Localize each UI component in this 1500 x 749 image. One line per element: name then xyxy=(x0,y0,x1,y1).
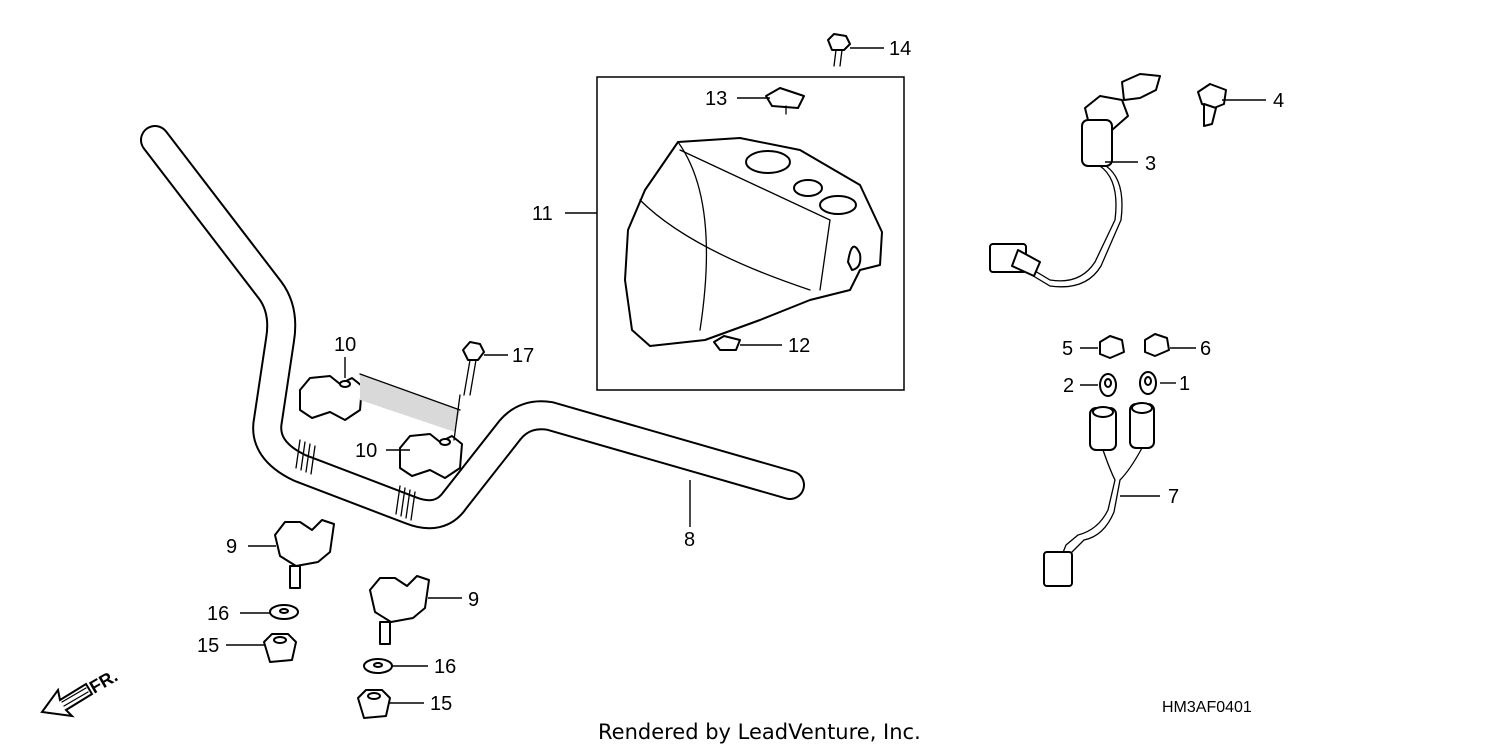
upper-holder-rear xyxy=(299,373,461,432)
callout-6: 6 xyxy=(1200,338,1211,360)
callout-13: 13 xyxy=(705,88,727,110)
knurl-right xyxy=(395,485,416,521)
diagram-code: HM3AF0401 xyxy=(1162,699,1252,716)
handlebar xyxy=(140,125,805,530)
cap-6 xyxy=(1144,333,1170,357)
nut-12 xyxy=(713,335,741,351)
callout-9-left: 9 xyxy=(226,536,237,558)
cap-5 xyxy=(1099,335,1125,359)
callout-9-right: 9 xyxy=(468,589,479,611)
callout-4: 4 xyxy=(1273,90,1284,112)
footer-credit: Rendered by LeadVenture, Inc. xyxy=(598,720,921,744)
nut-15-left xyxy=(263,633,297,663)
callout-16-left: 16 xyxy=(207,603,229,625)
lower-holder-left xyxy=(274,519,335,589)
bolt-17 xyxy=(453,341,485,441)
callout-11: 11 xyxy=(532,203,553,225)
callout-15-left: 15 xyxy=(197,635,219,657)
washer-16-right xyxy=(363,658,393,674)
callout-12: 12 xyxy=(788,335,810,357)
callout-15-right: 15 xyxy=(430,693,452,715)
handlebar-cover xyxy=(624,137,883,347)
callout-2: 2 xyxy=(1063,375,1074,397)
upper-holder-front xyxy=(399,433,463,479)
callout-5: 5 xyxy=(1062,338,1073,360)
callout-8: 8 xyxy=(684,529,695,551)
callout-3: 3 xyxy=(1145,153,1156,175)
wire-harness-7 xyxy=(1043,402,1155,587)
screw-14 xyxy=(827,33,851,67)
nut-15-right xyxy=(357,689,391,719)
grommet-2 xyxy=(1099,373,1117,397)
callout-labels: 1 2 3 4 5 6 7 8 9 9 10 10 11 12 13 14 15… xyxy=(197,38,1284,715)
knurl-left xyxy=(295,439,316,475)
leader-lines xyxy=(226,47,1266,704)
callout-14: 14 xyxy=(889,38,911,60)
key-4 xyxy=(1197,83,1227,127)
ignition-switch xyxy=(989,73,1161,288)
washer-16-left xyxy=(269,604,299,620)
callout-10-bottom: 10 xyxy=(355,440,377,462)
callout-17: 17 xyxy=(512,345,534,367)
callout-7: 7 xyxy=(1168,486,1179,508)
callout-16-right: 16 xyxy=(434,656,456,678)
callout-10-top: 10 xyxy=(334,334,356,356)
front-direction-arrow: FR. xyxy=(40,666,121,718)
clip-13 xyxy=(765,87,805,115)
cover-assembly-box xyxy=(596,76,905,391)
grommet-1 xyxy=(1139,371,1157,395)
lower-holder-right xyxy=(369,575,430,645)
callout-1: 1 xyxy=(1179,373,1190,395)
